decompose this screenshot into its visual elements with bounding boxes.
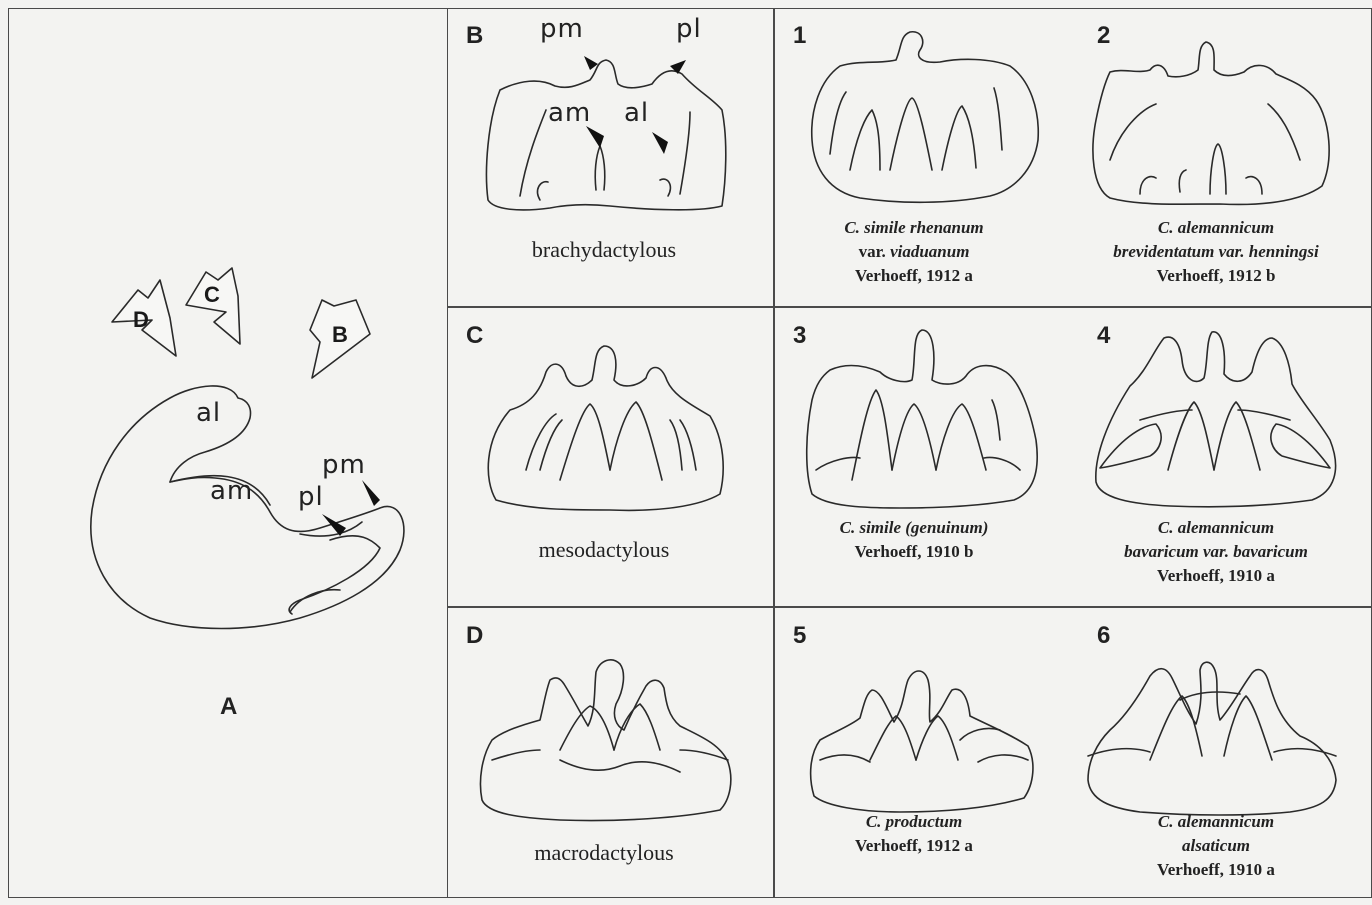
caption-author: Verhoeff, 1912 a (764, 264, 1064, 288)
am-pointer-icon-b (586, 126, 604, 148)
caption-species: C. alemannicum (1066, 216, 1366, 240)
type-label-brachydactylous: brachydactylous (454, 237, 754, 263)
caption-species: C. alemannicum (1066, 810, 1366, 834)
caption-species: C. productum (764, 810, 1064, 834)
caption-example-2: C. alemannicum brevidentatum var. hennin… (1066, 216, 1366, 288)
type-label-macrodactylous: macrodactylous (454, 840, 754, 866)
caption-example-6: C. alemannicum alsaticum Verhoeff, 1910 … (1066, 810, 1366, 882)
al-pointer-icon-b (652, 132, 668, 154)
caption-author: Verhoeff, 1910 a (1066, 858, 1366, 882)
caption-variety: alsaticum (1066, 834, 1366, 858)
pl-pointer-icon-b (670, 60, 686, 74)
caption-author: Verhoeff, 1910 b (764, 540, 1064, 564)
caption-example-4: C. alemannicum bavaricum var. bavaricum … (1066, 516, 1366, 588)
label-am-b: am (548, 98, 591, 128)
label-al-b: al (624, 98, 649, 128)
example-number-4: 4 (1097, 322, 1110, 350)
label-pm-b: pm (540, 14, 584, 44)
example-number-5: 5 (793, 622, 806, 650)
example-number-3: 3 (793, 322, 806, 350)
caption-author: Verhoeff, 1912 a (764, 834, 1064, 858)
caption-variety: brevidentatum var. henningsi (1066, 240, 1366, 264)
caption-species: C. alemannicum (1066, 516, 1366, 540)
caption-species: C. simile (genuinum) (764, 516, 1064, 540)
caption-example-3: C. simile (genuinum) Verhoeff, 1910 b (764, 516, 1064, 564)
example-number-6: 6 (1097, 622, 1110, 650)
label-pl-b: pl (676, 14, 702, 44)
caption-species: C. simile rhenanum (764, 216, 1064, 240)
caption-author: Verhoeff, 1912 b (1066, 264, 1366, 288)
caption-variety: bavaricum var. bavaricum (1066, 540, 1366, 564)
caption-example-1: C. simile rhenanum var. viaduanum Verhoe… (764, 216, 1064, 288)
caption-author: Verhoeff, 1910 a (1066, 564, 1366, 588)
caption-variety: var. viaduanum (764, 240, 1064, 264)
example-number-2: 2 (1097, 22, 1110, 50)
type-label-mesodactylous: mesodactylous (454, 537, 754, 563)
pm-pointer-icon-b (584, 56, 598, 70)
caption-example-5: C. productum Verhoeff, 1912 a (764, 810, 1064, 858)
example-number-1: 1 (793, 22, 806, 50)
